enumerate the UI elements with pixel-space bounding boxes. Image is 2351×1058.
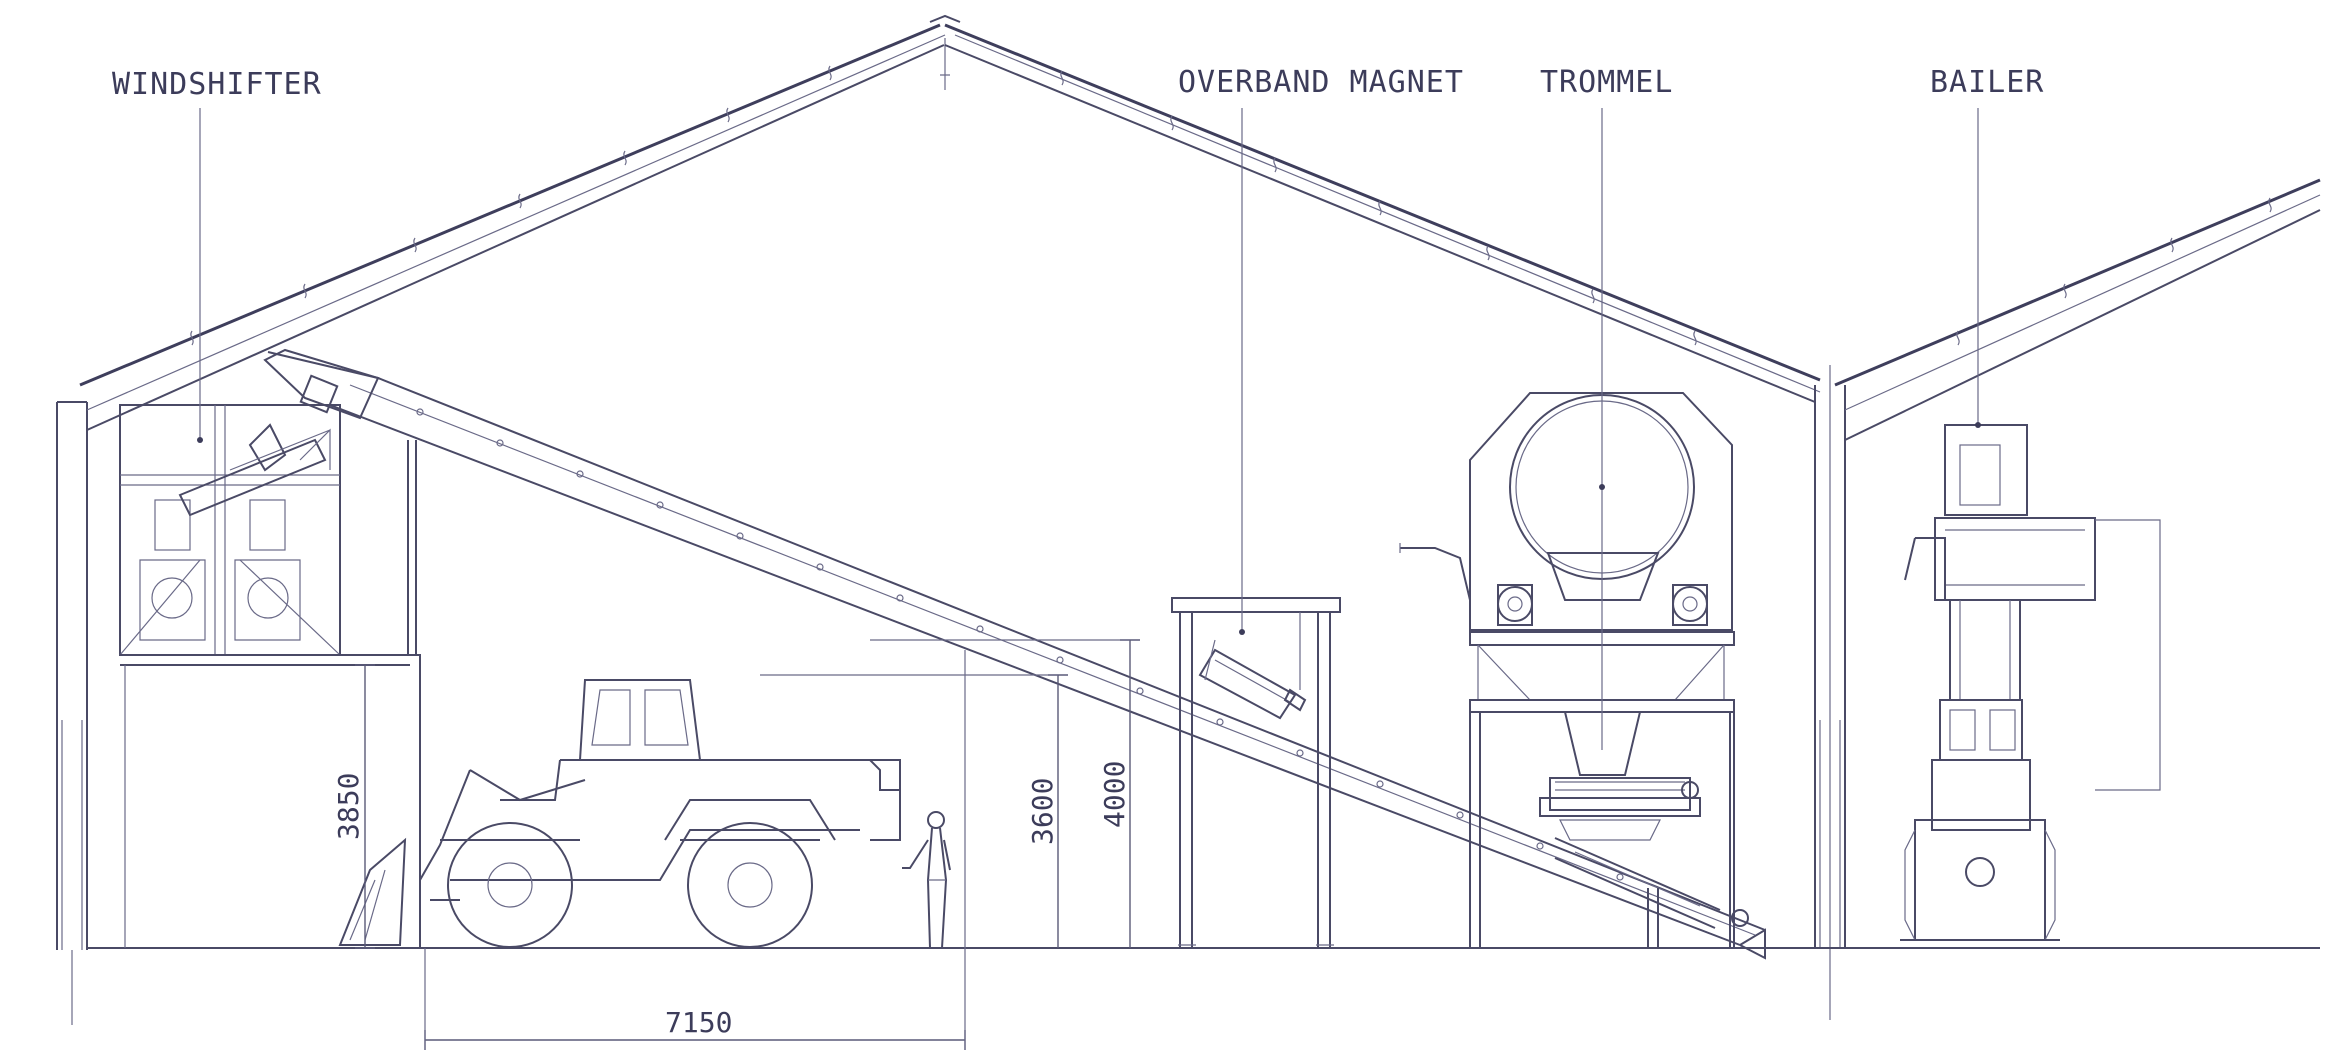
- label-overband-magnet: OVERBAND MAGNET: [1178, 65, 1464, 100]
- dimension-3600: 3600: [1026, 778, 1059, 845]
- dimension-lines: [355, 639, 1140, 1050]
- bailer: [1900, 424, 2161, 941]
- trommel: [1399, 392, 1735, 949]
- dimension-3850: 3850: [332, 773, 365, 840]
- dimension-4000: 4000: [1098, 761, 1131, 828]
- label-bailer: BAILER: [1930, 65, 2044, 100]
- building-frame: [56, 14, 2321, 1025]
- wheel-loader: [338, 679, 901, 948]
- overband-magnet: [1171, 597, 1341, 948]
- label-trommel: TROMMEL: [1540, 65, 1673, 100]
- windshifter: [119, 404, 421, 948]
- person-figure: [902, 811, 951, 949]
- label-windshifter: WINDSHIFTER: [112, 67, 322, 102]
- inclined-conveyor: [263, 348, 1766, 960]
- dimension-7150: 7150: [665, 1006, 732, 1039]
